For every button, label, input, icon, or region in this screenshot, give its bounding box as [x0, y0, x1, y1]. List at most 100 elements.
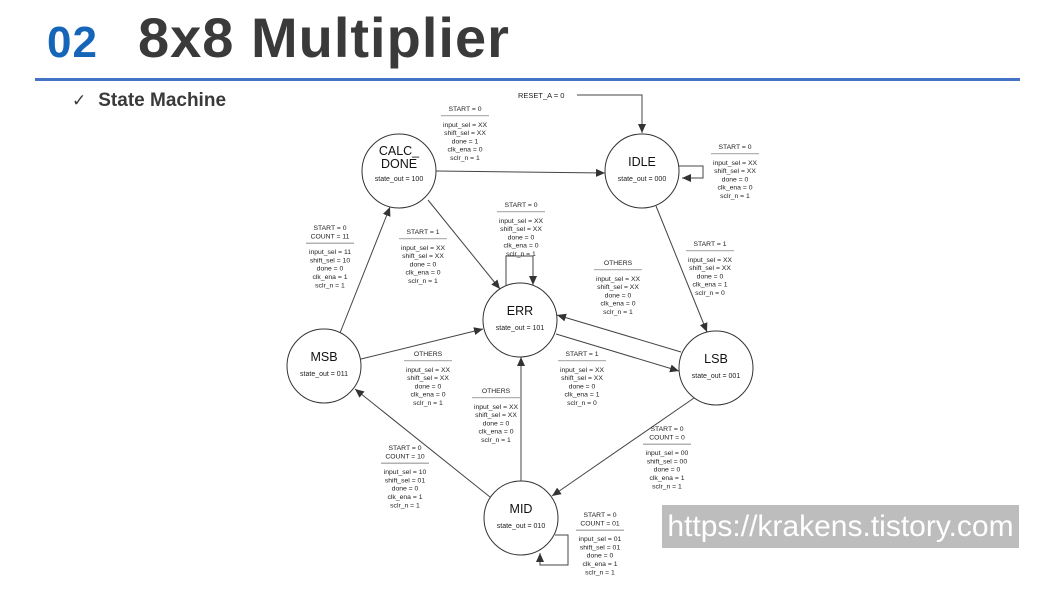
transition-output: clk_ena = 1	[313, 274, 348, 281]
transition-condition: START = 0	[583, 512, 616, 519]
transition-output: done = 0	[317, 266, 344, 273]
transition-output: input_sel = XX	[499, 218, 543, 225]
header-divider	[35, 78, 1020, 81]
state-output: state_out = 001	[692, 373, 741, 380]
transition-output: done = 0	[483, 420, 510, 427]
transition-condition: START = 0	[650, 426, 683, 433]
edge-idle-self	[679, 165, 704, 182]
check-icon: ✓	[72, 91, 87, 110]
state-name: ERR	[507, 304, 533, 318]
transition-output: sclr_n = 0	[695, 290, 725, 297]
transition-output: clk_ena = 1	[388, 494, 423, 501]
transition-output: input_sel = XX	[713, 160, 757, 167]
transition-condition: COUNT = 10	[385, 453, 425, 460]
edge-err-self	[505, 255, 537, 285]
state-output: state_out = 011	[300, 371, 348, 378]
section-number: 02	[47, 18, 98, 67]
transition-output: shift_sel = XX	[444, 130, 486, 137]
transition-output: clk_ena = 1	[583, 561, 618, 568]
transition-output: clk_ena = 0	[406, 270, 441, 277]
section-subtitle: ✓ State Machine	[72, 90, 226, 112]
transition-output: clk_ena = 0	[601, 301, 636, 308]
transition-output: shift_sel = XX	[407, 375, 449, 382]
transition-output: sclr_n = 1	[603, 309, 633, 316]
transition-output: clk_ena = 0	[504, 243, 539, 250]
transition-output: sclr_n = 1	[390, 502, 420, 509]
edge-calc-err	[427, 199, 501, 290]
state-err: ERR state_out = 101	[482, 282, 558, 358]
state-msb: MSB state_out = 011	[286, 328, 362, 404]
transition-output: shift_sel = XX	[597, 284, 639, 291]
transition-condition: OTHERS	[604, 260, 633, 267]
edge-mid-self	[536, 534, 569, 566]
subtitle-text: State Machine	[98, 90, 227, 111]
transition-output: shift_sel = 01	[385, 477, 425, 484]
state-mid: MID state_out = 010	[483, 480, 559, 556]
state-circle	[361, 133, 437, 209]
edge-msb-calc	[339, 206, 391, 334]
state-name: DONE	[381, 157, 417, 171]
transition-output: done = 0	[392, 486, 419, 493]
state-name: MID	[510, 502, 533, 516]
transition-output: sclr_n = 1	[315, 282, 345, 289]
watermark: https://krakens.tistory.com	[662, 505, 1019, 548]
state-circle	[604, 133, 680, 209]
state-circle	[678, 330, 754, 406]
transition-output: input_sel = XX	[474, 404, 518, 411]
transition-condition: COUNT = 0	[649, 434, 685, 441]
transition-output: clk_ena = 0	[448, 147, 483, 154]
transition-output: sclr_n = 1	[450, 155, 480, 162]
state-circle	[286, 328, 362, 404]
transition-output: input_sel = XX	[688, 257, 732, 264]
state-name: MSB	[310, 350, 337, 364]
transition-output: done = 1	[452, 138, 479, 145]
transition-output: done = 0	[697, 273, 724, 280]
state-output: state_out = 010	[497, 523, 546, 530]
transition-output: done = 0	[569, 383, 596, 390]
transition-output: input_sel = XX	[443, 122, 487, 129]
edge-msb-err	[360, 327, 484, 360]
edge-calc-idle	[435, 168, 606, 177]
transition-output: done = 0	[415, 383, 442, 390]
transition-output: shift_sel = 00	[647, 458, 687, 465]
transition-output: clk_ena = 0	[479, 429, 514, 436]
edge-lsb-mid	[551, 397, 695, 497]
state-output: state_out = 101	[496, 325, 545, 332]
transition-output: done = 0	[605, 292, 632, 299]
transition-output: done = 0	[722, 176, 749, 183]
transition-output: done = 0	[654, 467, 681, 474]
transition-output: shift_sel = XX	[561, 375, 603, 382]
transition-output: input_sel = XX	[401, 245, 445, 252]
transition-output: clk_ena = 0	[411, 392, 446, 399]
transition-output: shift_sel = XX	[475, 412, 517, 419]
transition-output: clk_ena = 1	[650, 475, 685, 482]
transition-condition: START = 1	[693, 241, 726, 248]
transition-condition: COUNT = 01	[580, 520, 620, 527]
transition-output: input_sel = 01	[579, 536, 622, 543]
edge-lsb-err	[556, 313, 682, 353]
state-output: state_out = 100	[375, 176, 424, 183]
reset-label: RESET_A = 0	[518, 91, 564, 100]
transition-output: input_sel = 00	[646, 450, 689, 457]
transition-output: input_sel = XX	[406, 367, 450, 374]
transition-output: clk_ena = 0	[718, 185, 753, 192]
transition-output: clk_ena = 1	[565, 392, 600, 399]
transition-output: done = 0	[587, 553, 614, 560]
edge-idle-lsb	[655, 205, 708, 333]
transition-output: shift_sel = XX	[714, 168, 756, 175]
state-output: state_out = 000	[618, 176, 667, 183]
transition-condition: START = 1	[406, 229, 439, 236]
